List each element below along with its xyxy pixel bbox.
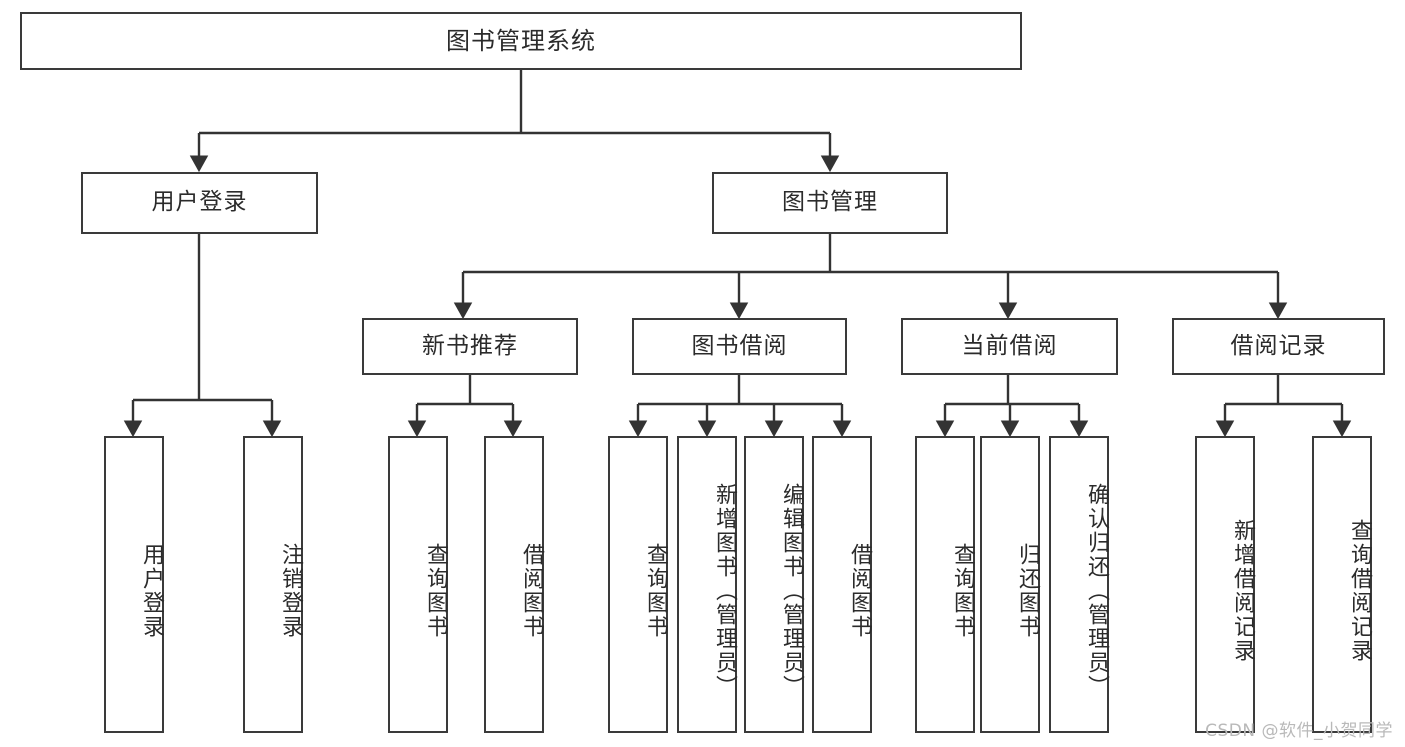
- node-label: 新增图书（管理员）: [712, 482, 737, 699]
- node-new-book-recommend[interactable]: 新书推荐: [362, 318, 578, 375]
- leaf-query-book-borrow[interactable]: 查询图书: [608, 436, 668, 733]
- leaf-query-borrow-record[interactable]: 查询借阅记录: [1312, 436, 1372, 733]
- leaf-query-book-recommend[interactable]: 查询图书: [388, 436, 448, 733]
- csdn-watermark: CSDN @软件_小贺同学: [1205, 721, 1393, 741]
- node-book-management[interactable]: 图书管理: [712, 172, 948, 234]
- node-label: 借阅图书: [519, 542, 544, 639]
- node-label: 确认归还（管理员）: [1084, 482, 1109, 699]
- leaf-logout[interactable]: 注销登录: [243, 436, 303, 733]
- node-user-login[interactable]: 用户登录: [81, 172, 318, 234]
- node-label: 借阅记录: [1230, 332, 1327, 359]
- node-label: 查询图书: [643, 542, 668, 639]
- node-current-borrow[interactable]: 当前借阅: [901, 318, 1118, 375]
- leaf-confirm-return-admin[interactable]: 确认归还（管理员）: [1049, 436, 1109, 733]
- node-label: 新增借阅记录: [1230, 518, 1255, 663]
- node-root-book-management-system[interactable]: 图书管理系统: [20, 12, 1022, 70]
- leaf-edit-book-admin[interactable]: 编辑图书（管理员）: [744, 436, 804, 733]
- node-label: 查询图书: [950, 542, 975, 639]
- node-borrow-record[interactable]: 借阅记录: [1172, 318, 1385, 375]
- node-label: 编辑图书（管理员）: [779, 482, 804, 699]
- leaf-return-book[interactable]: 归还图书: [980, 436, 1040, 733]
- node-label: 用户登录: [139, 542, 164, 639]
- node-label: 新书推荐: [422, 332, 518, 359]
- leaf-user-login[interactable]: 用户登录: [104, 436, 164, 733]
- node-book-borrow[interactable]: 图书借阅: [632, 318, 847, 375]
- node-label: 当前借阅: [961, 332, 1058, 359]
- node-label: 查询图书: [423, 542, 448, 639]
- node-label: 图书管理系统: [446, 26, 596, 55]
- leaf-borrow-book[interactable]: 借阅图书: [812, 436, 872, 733]
- node-label: 图书管理: [782, 189, 878, 216]
- node-label: 借阅图书: [847, 542, 872, 639]
- leaf-query-book-current[interactable]: 查询图书: [915, 436, 975, 733]
- node-label: 用户登录: [151, 189, 248, 216]
- leaf-add-book-admin[interactable]: 新增图书（管理员）: [677, 436, 737, 733]
- node-label: 注销登录: [278, 542, 303, 639]
- node-label: 图书借阅: [691, 332, 788, 359]
- node-label: 查询借阅记录: [1347, 518, 1372, 663]
- node-label: 归还图书: [1015, 542, 1040, 639]
- leaf-add-borrow-record[interactable]: 新增借阅记录: [1195, 436, 1255, 733]
- leaf-borrow-book-recommend[interactable]: 借阅图书: [484, 436, 544, 733]
